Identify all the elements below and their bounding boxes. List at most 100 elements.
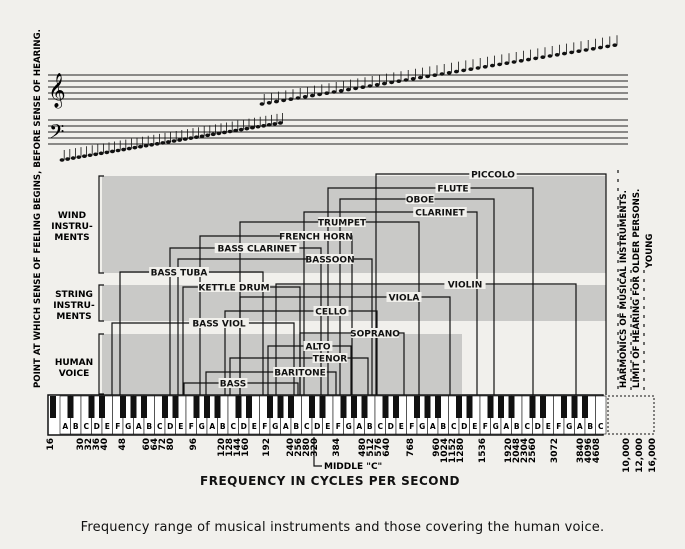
range-line-flute	[327, 187, 534, 395]
staff-note	[93, 152, 98, 157]
staff-note	[132, 145, 138, 150]
frequency-tick: 2560	[528, 438, 538, 463]
key-letter: B	[293, 422, 299, 431]
middle-c-label: MIDDLE "C"	[324, 462, 382, 472]
black-key	[424, 396, 431, 418]
staff-note	[70, 156, 76, 160]
staff-note	[346, 87, 351, 92]
staff-note	[138, 144, 143, 149]
black-key	[466, 396, 473, 418]
frequency-tick: 16	[46, 438, 56, 451]
staff-note	[194, 135, 199, 139]
staff-note	[331, 90, 337, 94]
staff-note	[497, 62, 502, 67]
instrument-label: PICCOLO	[471, 171, 515, 181]
staff-note	[360, 85, 366, 89]
treble-clef-icon: 𝄞	[48, 73, 66, 109]
key-letter: B	[146, 422, 152, 431]
staff-note	[266, 101, 272, 105]
black-key	[508, 396, 515, 418]
staff-note	[199, 134, 205, 139]
staff-note	[432, 73, 438, 77]
range-line-viola	[239, 296, 451, 395]
frequency-tick: 1536	[478, 438, 488, 463]
key-letter: E	[399, 422, 404, 431]
frequency-tick: 1024	[440, 438, 450, 463]
frequency-tick: 30	[76, 438, 86, 451]
frequency-tick: 48	[118, 438, 128, 451]
black-key	[288, 396, 294, 418]
staff-note	[540, 55, 546, 59]
black-key	[267, 396, 273, 418]
key-letter: B	[514, 422, 520, 431]
key-letter: E	[178, 422, 183, 431]
key-letter: B	[367, 422, 373, 431]
instrument-label: KETTLE DRUM	[198, 284, 269, 294]
key-letter: C	[83, 422, 89, 431]
key-letter: G	[272, 422, 278, 431]
staff-note	[454, 69, 459, 74]
staff-note	[576, 49, 582, 53]
frequency-tick: 1920	[504, 438, 514, 463]
black-key	[529, 396, 536, 418]
frequency-tick: 10,000	[622, 438, 632, 473]
staff-note	[154, 142, 160, 146]
instrument-label: OBOE	[406, 196, 434, 206]
frequency-tick: 96	[189, 438, 199, 451]
treble-staff	[48, 74, 628, 100]
instrument-label: SOPRANO	[350, 330, 400, 340]
label-backdrop	[149, 267, 209, 277]
frequency-tick: 60	[142, 438, 152, 451]
staff-note	[281, 98, 286, 103]
feeling-note: POINT AT WHICH SENSE OF FEELING BEGINS, …	[33, 29, 43, 388]
staff-note	[382, 81, 387, 86]
instrument-label: CELLO	[315, 308, 347, 318]
key-letter: D	[241, 422, 247, 431]
staff-note	[533, 56, 538, 61]
staff-note	[324, 91, 330, 95]
staff-note	[149, 143, 155, 147]
frequency-tick: 2048	[512, 438, 522, 463]
figure-caption: Frequency range of musical instruments a…	[80, 520, 605, 535]
staff-note	[250, 125, 255, 130]
black-key	[162, 396, 168, 418]
label-backdrop	[386, 292, 422, 302]
black-key	[130, 396, 137, 418]
staff-note	[418, 75, 423, 80]
staff-note	[518, 59, 524, 63]
staff-note	[255, 124, 261, 129]
key-letter: G	[346, 422, 352, 431]
staff-note	[504, 61, 510, 65]
key-letter: G	[199, 422, 205, 431]
black-key	[99, 396, 105, 418]
staff-note	[210, 132, 216, 137]
key-letter: E	[546, 422, 551, 431]
staff-note	[605, 44, 610, 49]
label-backdrop	[273, 367, 327, 377]
black-key	[571, 396, 578, 418]
staff-note	[583, 48, 589, 52]
staff-note	[396, 79, 402, 83]
label-backdrop	[313, 306, 349, 316]
range-line-violin	[275, 283, 577, 395]
frequency-tick: 128	[225, 438, 235, 457]
frequency-tick: 36	[92, 438, 102, 451]
frequency-tick: 3840	[576, 438, 586, 463]
group-label-voice-2: VOICE	[59, 369, 90, 379]
black-key	[435, 396, 441, 418]
frequency-tick: 192	[262, 438, 272, 457]
staff-note	[238, 127, 244, 132]
staff-note	[160, 141, 166, 145]
key-letter: F	[336, 422, 341, 431]
frequency-tick: 32	[84, 438, 94, 451]
frequency-tick: 320	[310, 438, 320, 457]
group-label-string-3: MENTS	[56, 312, 91, 322]
black-key	[193, 396, 200, 418]
x-axis-label: FREQUENCY IN CYCLES PER SECOND	[200, 474, 460, 488]
frequency-tick: 256	[294, 438, 304, 457]
limit-dash-lines	[617, 170, 645, 395]
frequency-tick: 3072	[550, 438, 560, 463]
instrument-label: TENOR	[313, 355, 347, 365]
staff-note	[259, 102, 265, 106]
